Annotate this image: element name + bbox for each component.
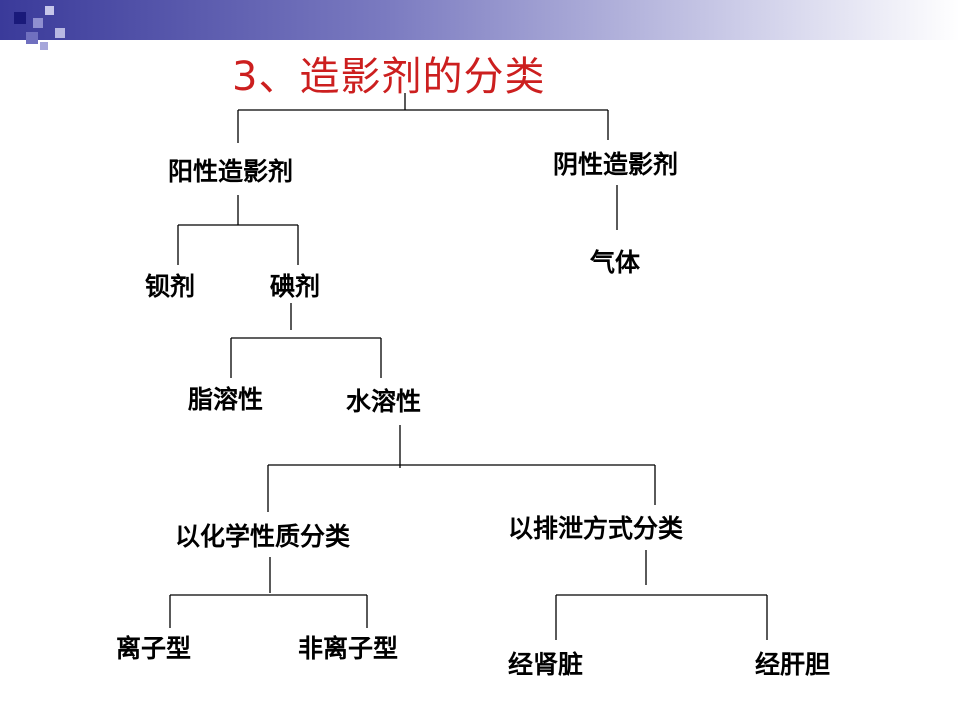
- node-water-soluble: 水溶性: [346, 387, 422, 416]
- node-fat-soluble: 脂溶性: [188, 385, 264, 414]
- node-iodine: 碘剂: [270, 272, 321, 301]
- corner-square-1: [14, 12, 26, 24]
- corner-square-6: [40, 42, 48, 50]
- corner-square-4: [26, 32, 38, 44]
- corner-square-2: [33, 18, 43, 28]
- node-by-excretion-route: 以排泄方式分类: [508, 514, 684, 543]
- node-ionic: 离子型: [116, 634, 192, 663]
- header-gradient-bar: [0, 0, 960, 40]
- node-hepatobiliary: 经肝胆: [755, 650, 831, 679]
- node-negative-agent: 阴性造影剂: [553, 150, 679, 179]
- node-barium: 钡剂: [145, 272, 196, 301]
- node-gas: 气体: [590, 248, 641, 277]
- node-renal: 经肾脏: [508, 650, 584, 679]
- corner-square-5: [55, 28, 65, 38]
- slide-title: 3、造影剂的分类: [232, 54, 546, 100]
- node-non-ionic: 非离子型: [298, 634, 399, 663]
- node-by-chemical-property: 以化学性质分类: [175, 522, 351, 551]
- node-positive-agent: 阳性造影剂: [168, 157, 294, 186]
- corner-square-3: [45, 6, 54, 15]
